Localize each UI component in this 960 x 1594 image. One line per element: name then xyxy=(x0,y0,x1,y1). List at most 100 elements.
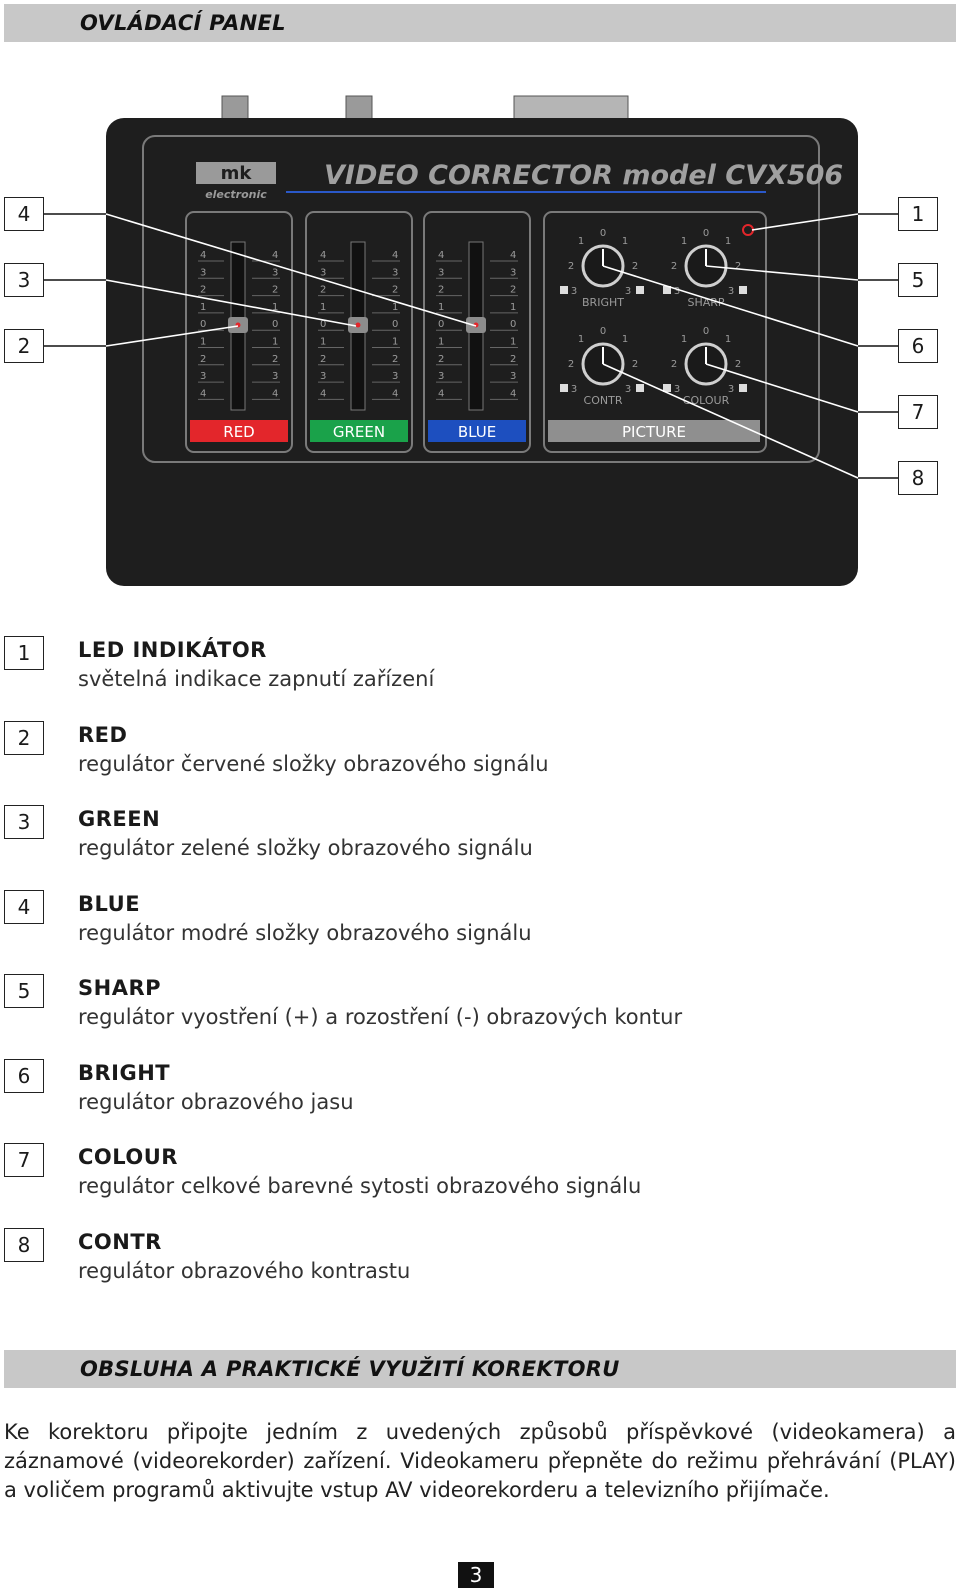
device-title: VIDEO CORRECTOR model CVX506 xyxy=(324,160,843,191)
legend-number: 2 xyxy=(4,720,44,755)
scale-tick-label: 4 xyxy=(438,250,444,261)
scale-tick-label: 1 xyxy=(200,337,206,348)
knob-scale-label: 3 xyxy=(571,384,577,395)
knob-label: SHARP xyxy=(687,296,724,309)
scale-tick-label: 2 xyxy=(320,354,326,365)
callout-2: 2 xyxy=(4,329,44,363)
scale-tick-label: 3 xyxy=(320,267,326,278)
channel-label: RED xyxy=(223,423,254,441)
scale-tick-label: 2 xyxy=(200,354,206,365)
knob-scale-label: 3 xyxy=(674,286,680,297)
knob-scale-label: 1 xyxy=(622,334,628,345)
legend-description: regulátor vyostření (+) a rozostření (-)… xyxy=(78,1005,683,1029)
slider-marker xyxy=(355,322,361,328)
legend-number: 6 xyxy=(4,1058,44,1093)
section-title: OVLÁDACÍ PANEL xyxy=(80,11,286,35)
scale-tick-label: 3 xyxy=(200,371,206,382)
legend-title: BLUE xyxy=(78,891,141,916)
knob-scale-label: 1 xyxy=(681,334,687,345)
knob-scale-label: 2 xyxy=(671,359,677,370)
scale-tick-label: 0 xyxy=(510,319,516,330)
callout-4: 4 xyxy=(4,197,44,231)
scale-tick-label: 4 xyxy=(392,250,398,261)
legend-title: CONTR xyxy=(78,1229,162,1254)
scale-tick-label: 1 xyxy=(438,302,444,313)
scale-tick-label: 2 xyxy=(438,285,444,296)
scale-tick-label: 1 xyxy=(320,337,326,348)
scale-tick-label: 1 xyxy=(510,337,516,348)
scale-tick-label: 4 xyxy=(200,388,206,399)
scale-tick-label: 4 xyxy=(272,250,278,261)
legend-number: 5 xyxy=(4,974,44,1008)
scale-tick-label: 3 xyxy=(438,371,444,382)
scale-tick-label: 2 xyxy=(200,285,206,296)
brand-logo xyxy=(196,162,276,184)
control-panel-figure: mk electronic VIDEO CORRECTOR model CVX5… xyxy=(44,95,916,586)
knob-scale-label: 2 xyxy=(632,359,638,370)
channel-label-bg xyxy=(310,420,408,442)
scale-tick-label: 2 xyxy=(438,354,444,365)
channel-label: GREEN xyxy=(333,423,385,441)
callout-3: 3 xyxy=(4,263,44,297)
section-header: OVLÁDACÍ PANEL xyxy=(4,4,956,42)
callout-8: 8 xyxy=(898,461,938,495)
section-header-2: OBSLUHA A PRAKTICKÉ VYUŽITÍ KOREKTORU xyxy=(4,1350,956,1388)
knob-scale-label: 2 xyxy=(671,261,677,272)
knob-scale-label: 3 xyxy=(728,384,734,395)
scale-tick-label: 0 xyxy=(200,319,206,330)
scale-tick-label: 1 xyxy=(200,302,206,313)
scale-tick-label: 1 xyxy=(438,337,444,348)
knob-scale-label: 3 xyxy=(674,384,680,395)
knob-scale-label: 3 xyxy=(728,286,734,297)
scart-connector xyxy=(513,95,629,121)
scale-tick-label: 3 xyxy=(438,267,444,278)
scale-tick-label: 4 xyxy=(438,388,444,399)
connector-2 xyxy=(345,95,373,121)
scale-tick-label: 3 xyxy=(200,267,206,278)
scale-tick-label: 3 xyxy=(510,267,516,278)
knob-scale-label: 0 xyxy=(703,228,709,239)
knob-scale-label: 0 xyxy=(600,228,606,239)
legend-title: LED INDIKÁTOR xyxy=(78,638,267,662)
legend-description: regulátor zelené složky obrazového signá… xyxy=(78,836,533,860)
knob-scale-label: 1 xyxy=(725,236,731,247)
minus-icon xyxy=(663,384,671,392)
knob-scale-label: 3 xyxy=(571,286,577,297)
plus-icon xyxy=(636,384,644,392)
scale-tick-label: 1 xyxy=(320,302,326,313)
knob-scale-label: 3 xyxy=(625,384,631,395)
minus-icon xyxy=(560,286,568,294)
knob-scale-label: 1 xyxy=(725,334,731,345)
scale-tick-label: 2 xyxy=(392,285,398,296)
scale-tick-label: 2 xyxy=(272,354,278,365)
scale-tick-label: 0 xyxy=(272,319,278,330)
knob-scale-label: 1 xyxy=(622,236,628,247)
scale-tick-label: 4 xyxy=(392,388,398,399)
knob-label: BRIGHT xyxy=(582,296,624,309)
section-title-2: OBSLUHA A PRAKTICKÉ VYUŽITÍ KOREKTORU xyxy=(80,1357,620,1381)
legend-number: 4 xyxy=(4,889,44,924)
knob-scale-label: 2 xyxy=(735,261,741,272)
connector-1 xyxy=(221,95,249,121)
legend-description: regulátor obrazového kontrastu xyxy=(78,1258,411,1283)
scale-tick-label: 4 xyxy=(200,250,206,261)
knob-scale-label: 0 xyxy=(600,326,606,337)
body-paragraph: Ke korektoru připojte jedním z uvedených… xyxy=(4,1420,956,1502)
scale-tick-label: 1 xyxy=(272,302,278,313)
scale-tick-label: 1 xyxy=(510,302,516,313)
leader-5 xyxy=(705,265,859,281)
knob-scale-label: 2 xyxy=(568,359,574,370)
knob-scale-label: 1 xyxy=(681,236,687,247)
scale-tick-label: 2 xyxy=(392,354,398,365)
channel-label-bg xyxy=(428,420,526,442)
knob-scale-label: 1 xyxy=(578,334,584,345)
knob-scale-label: 3 xyxy=(625,286,631,297)
scale-tick-label: 1 xyxy=(392,302,398,313)
leader-4 xyxy=(105,213,477,327)
channel-label: BLUE xyxy=(458,423,496,441)
